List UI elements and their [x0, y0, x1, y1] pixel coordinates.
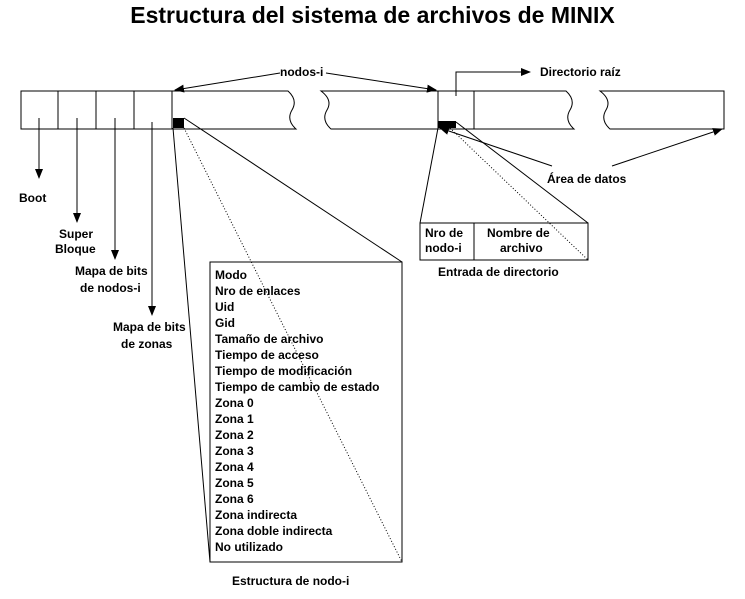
disk-strip	[20, 90, 725, 130]
inode-field: Zona 4	[215, 460, 254, 474]
dir-entry-col1-line1: Nro de	[425, 226, 463, 240]
dir-entry-caption: Entrada de directorio	[438, 265, 559, 279]
inode-field: Zona 3	[215, 444, 254, 458]
zone-bitmap-block	[133, 90, 173, 130]
dir-entry-marker	[438, 121, 456, 128]
dir-entry-col1-line2: nodo-i	[425, 241, 462, 255]
data-area-arrow-right	[611, 128, 723, 167]
inode-field: Zona 2	[215, 428, 254, 442]
dir-expand-line-top	[455, 121, 589, 224]
boot-label: Boot	[19, 191, 46, 205]
data-region-left	[473, 90, 576, 130]
inode-field: Zona 6	[215, 492, 254, 506]
inode-field: Tamaño de archivo	[215, 332, 323, 346]
super-label-1: Super	[59, 227, 93, 241]
inode-field: Modo	[215, 268, 247, 282]
inode-bitmap-label-1: Mapa de bits	[75, 264, 148, 278]
inode-region-right	[319, 90, 439, 130]
data-region-right	[598, 90, 725, 130]
inode-field: Tiempo de modificación	[215, 364, 352, 378]
inode-field: Zona 1	[215, 412, 254, 426]
dir-expand-line-left	[419, 127, 439, 224]
diagram-title: Estructura del sistema de archivos de MI…	[130, 2, 615, 28]
root-dir-label: Directorio raíz	[540, 65, 621, 79]
inode-field: Tiempo de acceso	[215, 348, 319, 362]
inode-field: Uid	[215, 300, 234, 314]
dir-expand-line-dotted	[449, 127, 589, 261]
inode-marker	[173, 118, 184, 128]
root-dir-arrow	[455, 68, 531, 96]
inode-expand-line-left	[172, 127, 211, 563]
inode-field: Gid	[215, 316, 235, 330]
inode-structure-caption: Estructura de nodo-i	[232, 574, 349, 588]
dir-entry-col2-line2: archivo	[500, 241, 543, 255]
data-area-arrow-left	[439, 127, 553, 167]
zone-bitmap-label-2: de zonas	[121, 337, 173, 351]
inode-region-left	[171, 90, 298, 130]
data-area-label: Área de datos	[547, 171, 627, 186]
inode-expand-line-top	[183, 117, 403, 263]
inode-field: Zona 5	[215, 476, 254, 490]
dir-entry-col2-line1: Nombre de	[487, 226, 550, 240]
inode-field: Tiempo de cambio de estado	[215, 380, 379, 394]
inode-structure-box	[209, 261, 403, 563]
super-label-2: Bloque	[55, 242, 96, 256]
inode-field: Zona doble indirecta	[215, 524, 333, 538]
nodos-i-arrow-right	[325, 72, 437, 93]
inode-field: Zona indirecta	[215, 508, 297, 522]
inode-field: Zona 0	[215, 396, 254, 410]
inode-field: Nro de enlaces	[215, 284, 301, 298]
zone-bitmap-label-1: Mapa de bits	[113, 320, 186, 334]
nodos-i-arrow-left	[174, 72, 281, 93]
dir-entry-box	[419, 222, 589, 261]
nodos-i-label: nodos-i	[280, 65, 323, 79]
inode-field: No utilizado	[215, 540, 283, 554]
inode-bitmap-label-2: de nodos-i	[80, 281, 141, 295]
